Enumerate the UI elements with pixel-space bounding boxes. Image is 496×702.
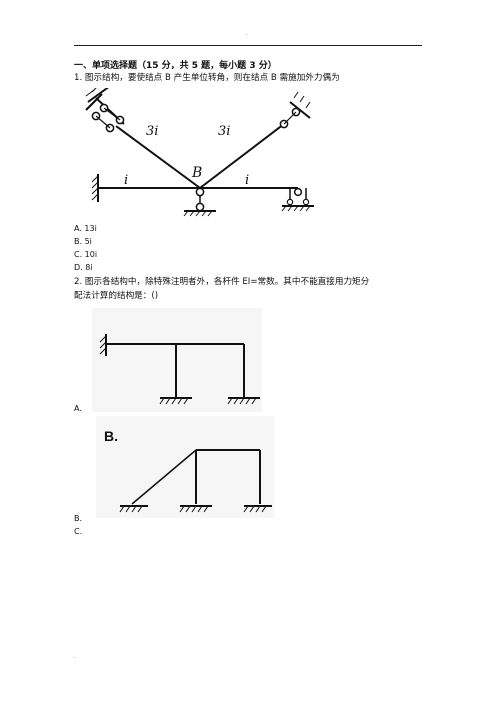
q1-frame-figure (85, 88, 314, 217)
question-2-text-line2: 配法计算的结构是：() (74, 291, 159, 301)
q1-left-diag-support (85, 88, 125, 133)
q2-figure-b (96, 416, 274, 518)
q2-option-a[interactable]: A. (74, 404, 82, 413)
q1-label-node-b: B (192, 165, 203, 181)
q1-left-fixed-support (91, 174, 99, 202)
section-title: 一、单项选择题（15 分，共 5 题，每小题 3 分） (74, 61, 277, 71)
q1-label-right-diag: 3i (218, 124, 231, 139)
q2-figure-a (92, 308, 262, 412)
question-2-text-line1: 2. 图示各结构中，除特殊注明者外，各杆件 EI=常数。其中不能直接用力矩分 (74, 277, 370, 287)
q1-option-d[interactable]: D. 8i (74, 263, 93, 272)
q1-option-a[interactable]: A. 13i (74, 224, 97, 233)
q1-node-b-support (183, 187, 216, 217)
q1-left-diag-member (115, 125, 201, 189)
q1-label-left-diag: 3i (146, 124, 159, 139)
question-1-text: 1. 图示结构，要使结点 B 产生单位转角，则在结点 B 需施加外力偶为 (74, 73, 340, 83)
q2-option-c[interactable]: C. (74, 527, 83, 536)
q1-label-right-beam: i (245, 173, 250, 188)
header-rule (74, 45, 422, 46)
q1-right-roller-support (281, 187, 314, 212)
q2-figure-b-label: B. (104, 428, 118, 444)
q1-label-left-beam: i (124, 173, 129, 188)
footer-mark: . (74, 653, 76, 660)
header-mark: . (246, 30, 248, 37)
q1-option-b[interactable]: B. 5i (74, 237, 92, 246)
q1-right-diag-member (199, 123, 285, 189)
q1-right-diag-support (279, 91, 311, 129)
q1-option-c[interactable]: C. 10i (74, 250, 98, 259)
q2-option-b[interactable]: B. (74, 514, 83, 523)
